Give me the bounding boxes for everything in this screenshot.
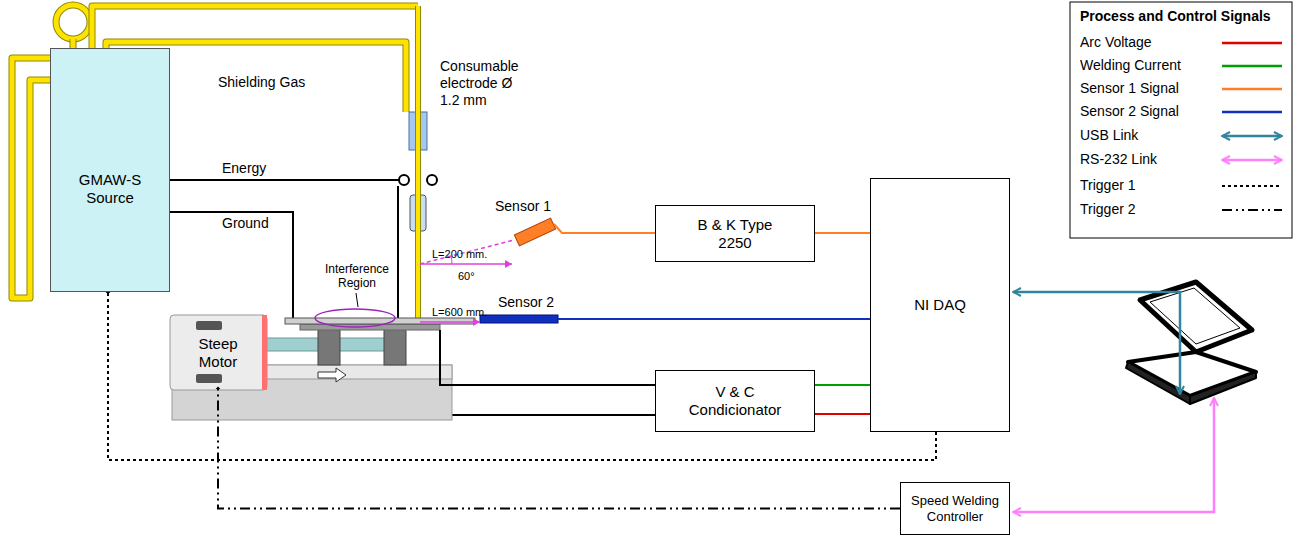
- gas-label: Shielding Gas: [218, 74, 305, 91]
- conditioner-box: V & C Condicionator: [655, 370, 815, 432]
- wire-label: Ground: [222, 215, 269, 232]
- legend-samples: [1222, 43, 1282, 210]
- wire-label: Energy: [222, 160, 266, 177]
- interference-region: [315, 309, 395, 327]
- legend-title: Process and Control Signals: [1080, 8, 1271, 25]
- motor-flange: [262, 315, 267, 390]
- sensor-2: [480, 315, 558, 323]
- electrode: [415, 6, 421, 318]
- legend-box: [1070, 2, 1292, 238]
- motor-slot: [196, 374, 222, 383]
- carriage-block: [384, 328, 406, 365]
- legend-text: USB Link: [1080, 127, 1138, 144]
- dimension-line: [420, 321, 480, 323]
- stepper-motor: Steep Motor: [172, 318, 264, 388]
- power-source-box: GMAW-S Source: [50, 48, 170, 292]
- wire-to-conditioner: [440, 330, 655, 385]
- legend-text: RS-232 Link: [1080, 151, 1157, 168]
- legend-text: Arc Voltage: [1080, 34, 1152, 51]
- sensor-2-cable: [558, 318, 870, 320]
- legend-text: Sensor 1 Signal: [1080, 80, 1179, 97]
- box-label: V & C Condicionator: [680, 383, 790, 419]
- daq-box: NI DAQ: [870, 178, 1010, 432]
- angle-label: 60°: [458, 270, 475, 283]
- motion-arrow: [318, 368, 346, 382]
- sensor-1-cable: [554, 224, 655, 233]
- sensor-label: Sensor 1: [495, 198, 551, 215]
- legend-text: Trigger 1: [1080, 177, 1136, 194]
- sound-meter-box: B & K Type 2250: [655, 205, 815, 262]
- motor-body: [170, 315, 267, 390]
- signal-connector: [815, 413, 870, 415]
- rs232-link: [1013, 398, 1214, 512]
- dimension-label: L=600 mm.: [432, 306, 487, 319]
- region-label: Interference Region: [316, 262, 398, 291]
- speed-controller-box: Speed Welding Controller: [900, 482, 1010, 535]
- motor-slot: [196, 321, 222, 330]
- box-label: B & K Type 2250: [680, 216, 790, 252]
- electrode: [416, 6, 420, 318]
- usb-link: [1013, 292, 1180, 394]
- ground-wire: [170, 212, 293, 319]
- box-label: NI DAQ: [914, 296, 966, 314]
- angle-line: [420, 240, 514, 264]
- contact: [399, 175, 409, 185]
- signal-connector: [108, 292, 936, 460]
- legend-text: Welding Current: [1080, 57, 1181, 74]
- carriage-block: [318, 328, 340, 365]
- legend-text: Sensor 2 Signal: [1080, 103, 1179, 120]
- legend-text: Trigger 2: [1080, 201, 1136, 218]
- gas-hose: [12, 5, 418, 298]
- laptop: [1126, 282, 1256, 404]
- leader-line: [356, 293, 358, 307]
- box-label: GMAW-S Source: [57, 171, 163, 207]
- electrode-label: Consumable electrode Ø 1.2 mm: [440, 58, 535, 108]
- signal-connector: [815, 232, 870, 234]
- workpiece: [285, 318, 475, 324]
- signal-connector: [815, 384, 870, 386]
- box-label: Steep Motor: [179, 335, 257, 371]
- contact: [427, 175, 437, 185]
- sensor-1: [514, 218, 555, 246]
- dimension-label: L=200 mm.: [432, 248, 487, 261]
- dimension-line: [420, 263, 512, 265]
- box-label: Speed Welding Controller: [910, 493, 1000, 524]
- sensor-label: Sensor 2: [498, 294, 554, 311]
